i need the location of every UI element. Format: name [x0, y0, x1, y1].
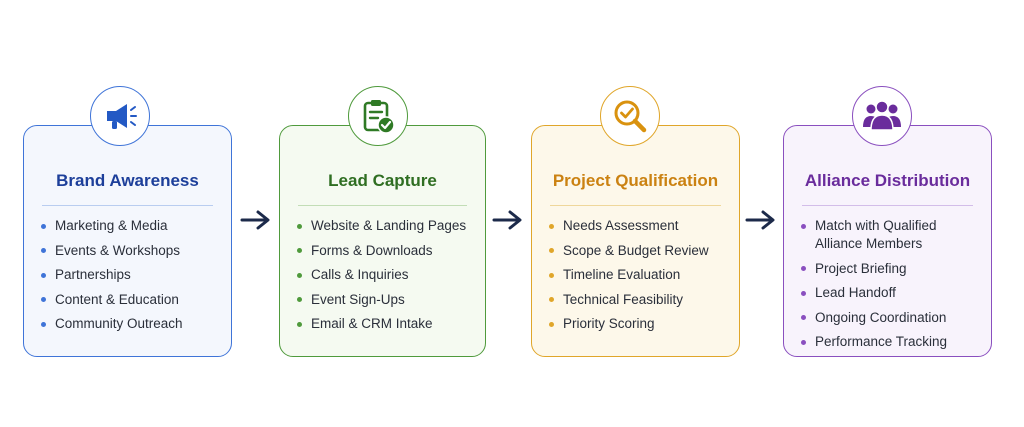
stage-items-list: Marketing & Media Events & Workshops Par… — [40, 217, 223, 340]
list-item-label: Calls & Inquiries — [311, 267, 409, 282]
bullet-dot — [297, 321, 302, 327]
bullet-dot — [549, 248, 554, 253]
bullet-dot — [41, 297, 46, 302]
bullet-dot — [297, 248, 302, 253]
magnifier-check-icon — [600, 86, 660, 146]
list-item: Timeline Evaluation — [548, 266, 731, 284]
stage-items-list: Website & Landing Pages Forms & Download… — [296, 217, 477, 340]
list-item-label: Ongoing Coordination — [815, 309, 947, 325]
clipboard-check-icon — [348, 86, 408, 146]
stage-card-alliance-distribution: Alliance Distribution Match with Qualifi… — [783, 125, 992, 357]
list-item-label: Community Outreach — [55, 316, 183, 331]
list-item-label: Priority Scoring — [563, 316, 655, 331]
list-item-label: Content & Education — [55, 291, 179, 307]
list-item-label: Partnerships — [55, 267, 131, 282]
bullet-dot — [549, 223, 554, 229]
bullet-dot — [41, 272, 46, 278]
bullet-dot — [801, 315, 806, 320]
list-item: Forms & Downloads — [296, 242, 477, 260]
list-item-label: Technical Feasibility — [563, 291, 684, 307]
bullet-dot — [801, 290, 806, 296]
stage-items-list: Needs Assessment Scope & Budget Review T… — [548, 217, 731, 340]
list-item: Scope & Budget Review — [548, 242, 731, 260]
list-item-label: Forms & Downloads — [311, 242, 433, 258]
stage-card-lead-capture: Lead Capture Website & Landing Pages For… — [279, 125, 486, 357]
divider — [550, 205, 721, 206]
bullet-dot — [549, 321, 554, 327]
list-item: Calls & Inquiries — [296, 266, 477, 284]
divider — [42, 205, 213, 206]
arrow-right-icon — [240, 210, 270, 230]
arrow-right-icon — [745, 210, 775, 230]
list-item: Technical Feasibility — [548, 291, 731, 309]
stage-card-project-qualification: Project Qualification Needs Assessment S… — [531, 125, 740, 357]
bullet-dot — [297, 223, 302, 229]
list-item: Ongoing Coordination — [800, 309, 977, 327]
list-item: Partnerships — [40, 266, 223, 284]
list-item-label: Marketing & Media — [55, 218, 168, 233]
list-item: Event Sign-Ups — [296, 291, 477, 309]
bullet-dot — [549, 272, 554, 278]
stage-title: Alliance Distribution — [804, 171, 971, 190]
list-item: Marketing & Media — [40, 217, 223, 235]
bullet-dot — [801, 339, 806, 345]
list-item: Content & Education — [40, 291, 223, 309]
list-item: Community Outreach — [40, 315, 223, 333]
bullet-dot — [41, 321, 46, 327]
stage-items-list: Match with Qualified Alliance Members Pr… — [800, 217, 977, 358]
bullet-dot — [549, 297, 554, 302]
list-item-label: Scope & Budget Review — [563, 242, 709, 258]
list-item: Performance Tracking — [800, 333, 977, 351]
arrow-right-icon — [492, 210, 522, 230]
stage-title: Project Qualification — [552, 171, 719, 190]
list-item-label: Match with Qualified Alliance Members — [815, 218, 937, 251]
list-item: Events & Workshops — [40, 242, 223, 260]
list-item-label: Website & Landing Pages — [311, 218, 467, 233]
list-item: Priority Scoring — [548, 315, 731, 333]
stage-card-brand-awareness: Brand Awareness Marketing & Media Events… — [23, 125, 232, 357]
bullet-dot — [801, 266, 806, 271]
list-item: Lead Handoff — [800, 284, 977, 302]
list-item-label: Performance Tracking — [815, 334, 948, 349]
list-item-label: Event Sign-Ups — [311, 291, 405, 307]
list-item-label: Timeline Evaluation — [563, 267, 681, 282]
list-item: Needs Assessment — [548, 217, 731, 235]
stage-title: Brand Awareness — [56, 171, 199, 190]
list-item: Website & Landing Pages — [296, 217, 477, 235]
list-item-label: Lead Handoff — [815, 285, 896, 300]
list-item-label: Email & CRM Intake — [311, 316, 433, 331]
divider — [802, 205, 973, 206]
list-item-label: Events & Workshops — [55, 242, 181, 258]
bullet-dot — [801, 223, 806, 229]
bullet-dot — [297, 297, 302, 302]
stage-title: Lead Capture — [328, 171, 437, 190]
list-item-label: Project Briefing — [815, 260, 907, 276]
bullet-dot — [297, 272, 302, 278]
list-item: Project Briefing — [800, 260, 977, 278]
bullet-dot — [41, 223, 46, 229]
divider — [298, 205, 467, 206]
people-group-icon — [852, 86, 912, 146]
list-item: Match with Qualified Alliance Members — [800, 217, 977, 253]
megaphone-icon — [90, 86, 150, 146]
list-item: Email & CRM Intake — [296, 315, 477, 333]
bullet-dot — [41, 248, 46, 253]
list-item-label: Needs Assessment — [563, 218, 679, 233]
